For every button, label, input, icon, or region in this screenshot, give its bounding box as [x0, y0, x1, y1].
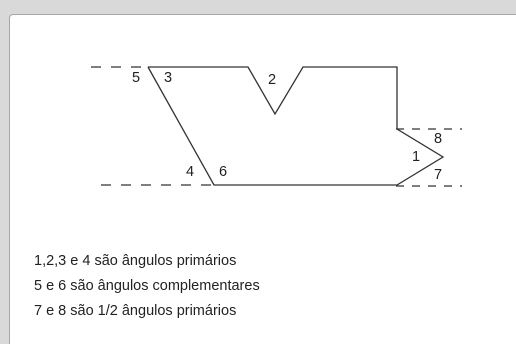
angle-label-8: 8 — [434, 131, 442, 147]
angle-label-7: 7 — [434, 167, 442, 183]
part-outline — [147, 66, 445, 186]
angle-label-6: 6 — [219, 164, 227, 180]
angle-label-1: 1 — [412, 149, 420, 165]
diagram-card — [9, 14, 516, 344]
angle-notes: 1,2,3 e 4 são ângulos primários 5 e 6 sã… — [34, 251, 260, 326]
note-primary-angles: 1,2,3 e 4 são ângulos primários — [34, 253, 237, 269]
note-complementary-angles: 5 e 6 são ângulos complementares — [34, 278, 260, 294]
angle-label-3: 3 — [164, 70, 172, 86]
angle-label-5: 5 — [132, 70, 140, 86]
angle-label-2: 2 — [268, 72, 276, 88]
angle-label-4: 4 — [186, 164, 194, 180]
note-half-primary-angles: 7 e 8 são 1/2 ângulos primários — [34, 303, 237, 319]
